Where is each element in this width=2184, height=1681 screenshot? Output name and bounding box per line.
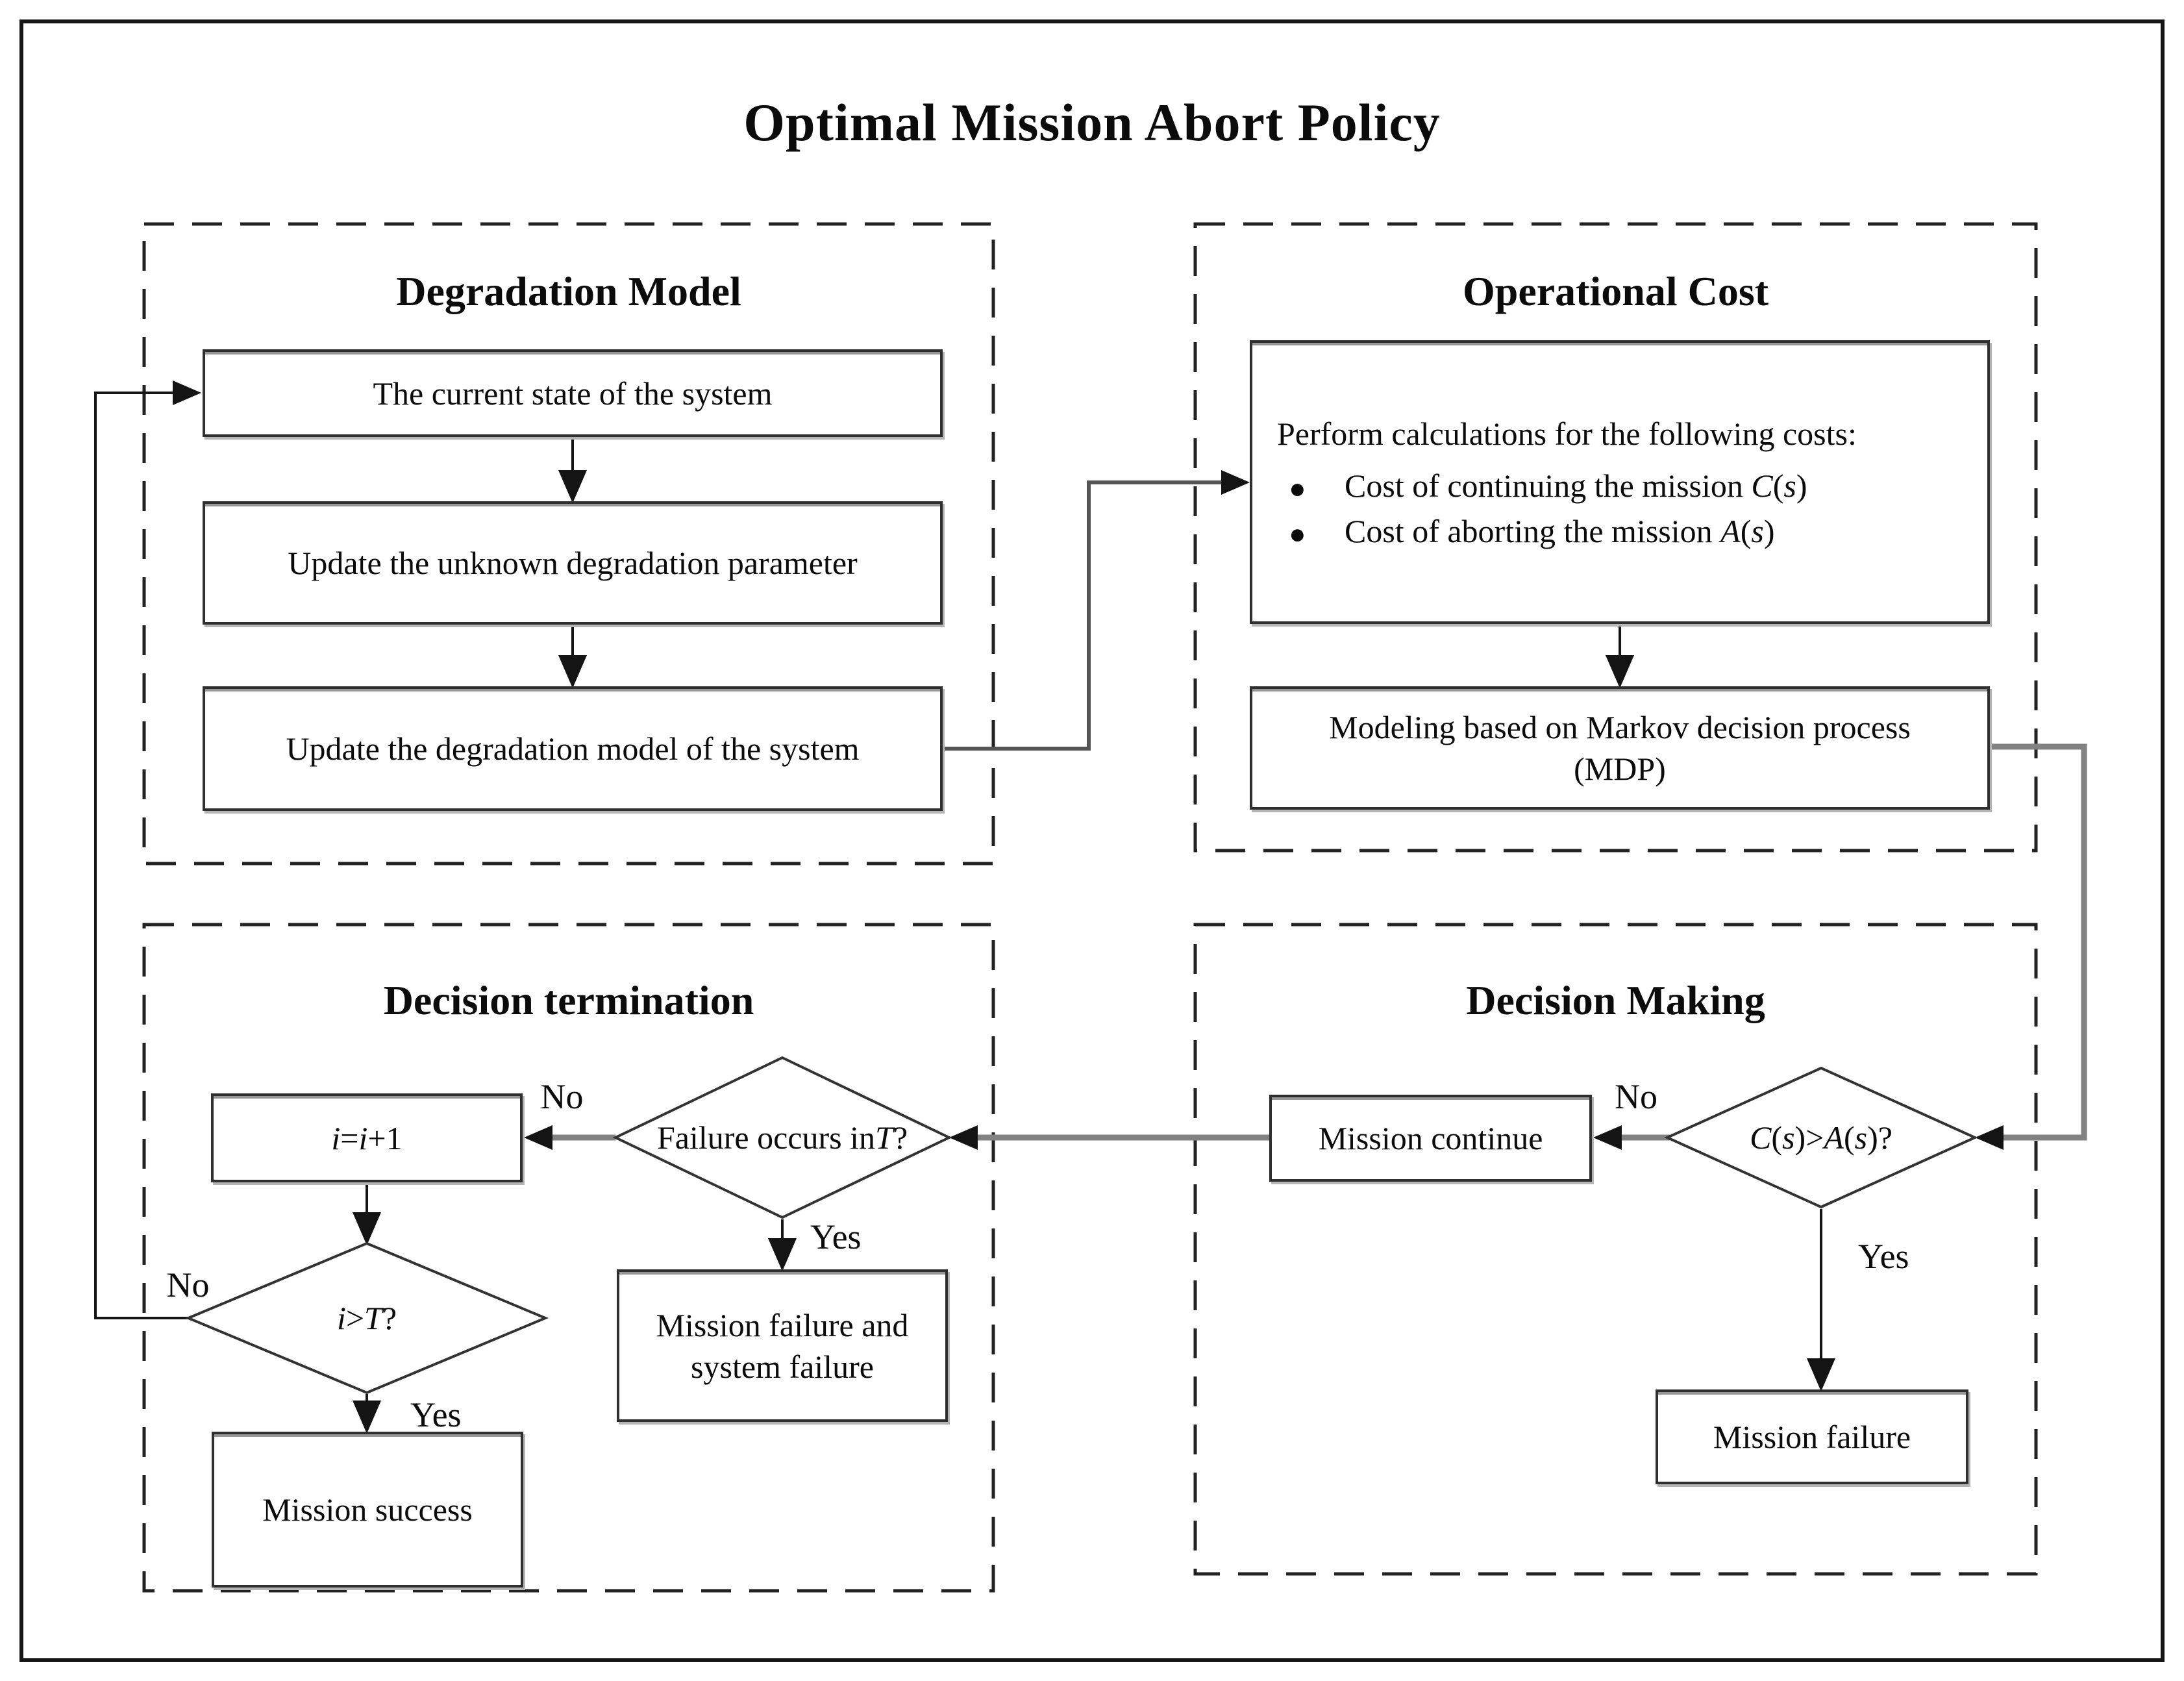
- mission-success-box: Mission success: [212, 1432, 523, 1588]
- mdp-line2: (MDP): [1574, 751, 1666, 787]
- cost-continue-text: Cost of continuing the mission C(s): [1345, 467, 1807, 504]
- cost-compare-diamond: [1664, 1066, 1978, 1209]
- update-parameter-box: Update the unknown degradation parameter: [203, 501, 943, 625]
- horizon-no-label: No: [166, 1265, 210, 1304]
- failure-no-label: No: [540, 1077, 584, 1116]
- decision-no-label: No: [1615, 1077, 1657, 1116]
- mission-failure-text: Mission failure: [1713, 1419, 1911, 1455]
- decision-no-arrow: [1593, 1125, 1670, 1150]
- msf-line2: system failure: [691, 1348, 874, 1385]
- update-model-text: Update the degradation model of the syst…: [286, 730, 860, 767]
- degradation-model-frame: [142, 222, 995, 865]
- page-title: Optimal Mission Abort Policy: [743, 93, 1441, 152]
- mission-continue-text: Mission continue: [1318, 1120, 1543, 1156]
- cost-compare-label: C(s)>A(s)?: [1750, 1119, 1892, 1156]
- failure-occurs-label: Failure occurs in T?: [656, 1119, 908, 1156]
- mdp-to-decision-connector: [1975, 743, 2087, 1150]
- horizon-label: i > T?: [336, 1300, 397, 1336]
- increment-box: i=i+1: [211, 1093, 523, 1182]
- mission-success-text: Mission success: [262, 1491, 473, 1528]
- cost-bullet-abort: ● Cost of aborting the mission A(s): [1289, 510, 1974, 553]
- mission-system-failure-text: Mission failure and system failure: [656, 1304, 909, 1388]
- failure-no-arrow: [524, 1125, 615, 1150]
- operational-cost-frame: [1193, 222, 2038, 853]
- mdp-text: Modeling based on Markov decision proces…: [1329, 706, 1911, 790]
- degradation-model-heading: Degradation Model: [396, 268, 741, 314]
- mission-continue-box: Mission continue: [1269, 1095, 1592, 1182]
- cost-bullet-continue: ● Cost of continuing the mission C(s): [1289, 465, 1974, 508]
- failure-yes-label: Yes: [810, 1217, 862, 1256]
- failure-occurs-diamond: [612, 1056, 952, 1219]
- decision-termination-heading: Decision termination: [383, 977, 754, 1023]
- cost-calculation-box: Perform calculations for the following c…: [1250, 340, 1990, 624]
- current-state-text: The current state of the system: [373, 375, 773, 412]
- cost-abort-text: Cost of aborting the mission A(s): [1345, 513, 1775, 549]
- current-state-box: The current state of the system: [203, 349, 943, 437]
- horizon-diamond: [184, 1241, 549, 1395]
- continue-to-failure-connector: [949, 1125, 1269, 1150]
- model-to-cost-connector: [943, 470, 1250, 751]
- decision-making-heading: Decision Making: [1466, 977, 1765, 1023]
- mission-system-failure-box: Mission failure and system failure: [617, 1269, 948, 1422]
- thin-arrows: [352, 439, 1836, 1434]
- operational-cost-heading: Operational Cost: [1462, 268, 1769, 314]
- msf-line1: Mission failure and: [656, 1306, 909, 1343]
- mission-failure-box: Mission failure: [1656, 1389, 1968, 1484]
- decision-yes-label: Yes: [1858, 1237, 1909, 1276]
- mdp-line1: Modeling based on Markov decision proces…: [1329, 709, 1911, 745]
- bullet-icon: ●: [1289, 518, 1306, 551]
- feedback-loop: [94, 380, 201, 1319]
- update-model-box: Update the degradation model of the syst…: [203, 686, 943, 811]
- diamonds: [184, 1056, 1978, 1395]
- decision-termination-frame: [142, 923, 995, 1593]
- increment-text: i=i+1: [331, 1119, 403, 1156]
- figure-border: [19, 19, 2165, 1662]
- horizon-yes-label: Yes: [410, 1395, 462, 1434]
- mdp-box: Modeling based on Markov decision proces…: [1250, 686, 1990, 810]
- update-parameter-text: Update the unknown degradation parameter: [288, 545, 858, 581]
- cost-calc-intro: Perform calculations for the following c…: [1277, 416, 1857, 452]
- bullet-icon: ●: [1289, 473, 1306, 505]
- decision-making-frame: [1193, 923, 2038, 1576]
